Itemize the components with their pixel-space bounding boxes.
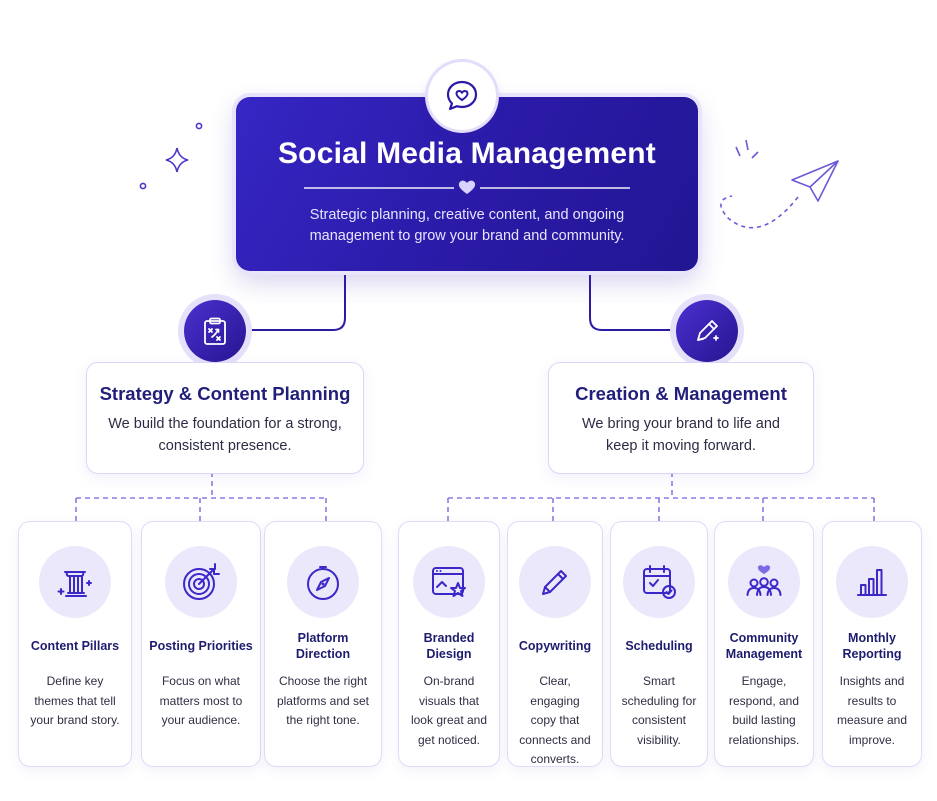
item-title: Platform Direction <box>295 631 351 661</box>
item-title: Scheduling <box>625 639 693 653</box>
item-title: Community Management <box>725 631 803 661</box>
section-title: Strategy & Content Planning <box>99 383 351 404</box>
hero-subtitle: Strategic planning, creative content, an… <box>309 207 625 244</box>
section-description: We build the foundation for a strong, co… <box>108 416 342 454</box>
compass-icon <box>287 546 359 618</box>
section-card-creation: Creation & Management We bring your bran… <box>548 362 814 474</box>
item-card-monthly-reporting: Monthly Reporting Insights and results t… <box>822 521 922 767</box>
item-description: Clear, engaging copy that connects and c… <box>519 674 591 766</box>
item-title: Monthly Reporting <box>842 631 902 661</box>
pillar-icon <box>39 546 111 618</box>
community-heart-icon <box>728 546 800 618</box>
section-description: We bring your brand to life and keep it … <box>581 416 780 454</box>
item-card-posting-priorities: Posting Priorities Focus on what matters… <box>141 521 261 767</box>
item-description: On-brand visuals that look great and get… <box>410 674 488 747</box>
item-description: Focus on what matters most to your audie… <box>159 674 243 727</box>
item-title: Branded Diesign <box>423 631 475 661</box>
calendar-check-icon <box>623 546 695 618</box>
item-card-branded-design: Branded Diesign On-brand visuals that lo… <box>398 521 500 767</box>
sparkle-decoration-icon <box>139 122 203 190</box>
item-card-community-management: Community Management Engage, respond, an… <box>714 521 814 767</box>
item-description: Engage, respond, and build lasting relat… <box>728 674 800 747</box>
item-card-content-pillars: Content Pillars Define key themes that t… <box>18 521 132 767</box>
page-title: Social Media Management <box>277 137 657 170</box>
heart-icon <box>458 179 476 200</box>
section-card-strategy: Strategy & Content Planning We build the… <box>86 362 364 474</box>
hero-divider <box>304 180 630 194</box>
target-icon <box>165 546 237 618</box>
item-description: Define key themes that tell your brand s… <box>30 674 120 727</box>
browser-star-icon <box>413 546 485 618</box>
item-card-scheduling: Scheduling Smart scheduling for consiste… <box>610 521 708 767</box>
pencil-icon <box>519 546 591 618</box>
item-title: Posting Priorities <box>149 639 253 653</box>
item-title: Copywriting <box>518 639 592 653</box>
item-title: Content Pillars <box>30 639 120 653</box>
item-description: Choose the right platforms and set the r… <box>276 674 370 727</box>
bar-chart-icon <box>836 546 908 618</box>
chat-heart-icon <box>428 62 496 130</box>
item-card-platform-direction: Platform Direction Choose the right plat… <box>264 521 382 767</box>
clipboard-plan-icon <box>184 300 246 362</box>
item-description: Smart scheduling for consistent visibili… <box>621 674 697 747</box>
item-description: Insights and results to measure and impr… <box>836 674 908 747</box>
section-title: Creation & Management <box>575 383 787 404</box>
pencil-sparkle-icon <box>676 300 738 362</box>
paper-plane-decoration-icon <box>720 139 839 229</box>
item-card-copywriting: Copywriting Clear, engaging copy that co… <box>507 521 603 767</box>
